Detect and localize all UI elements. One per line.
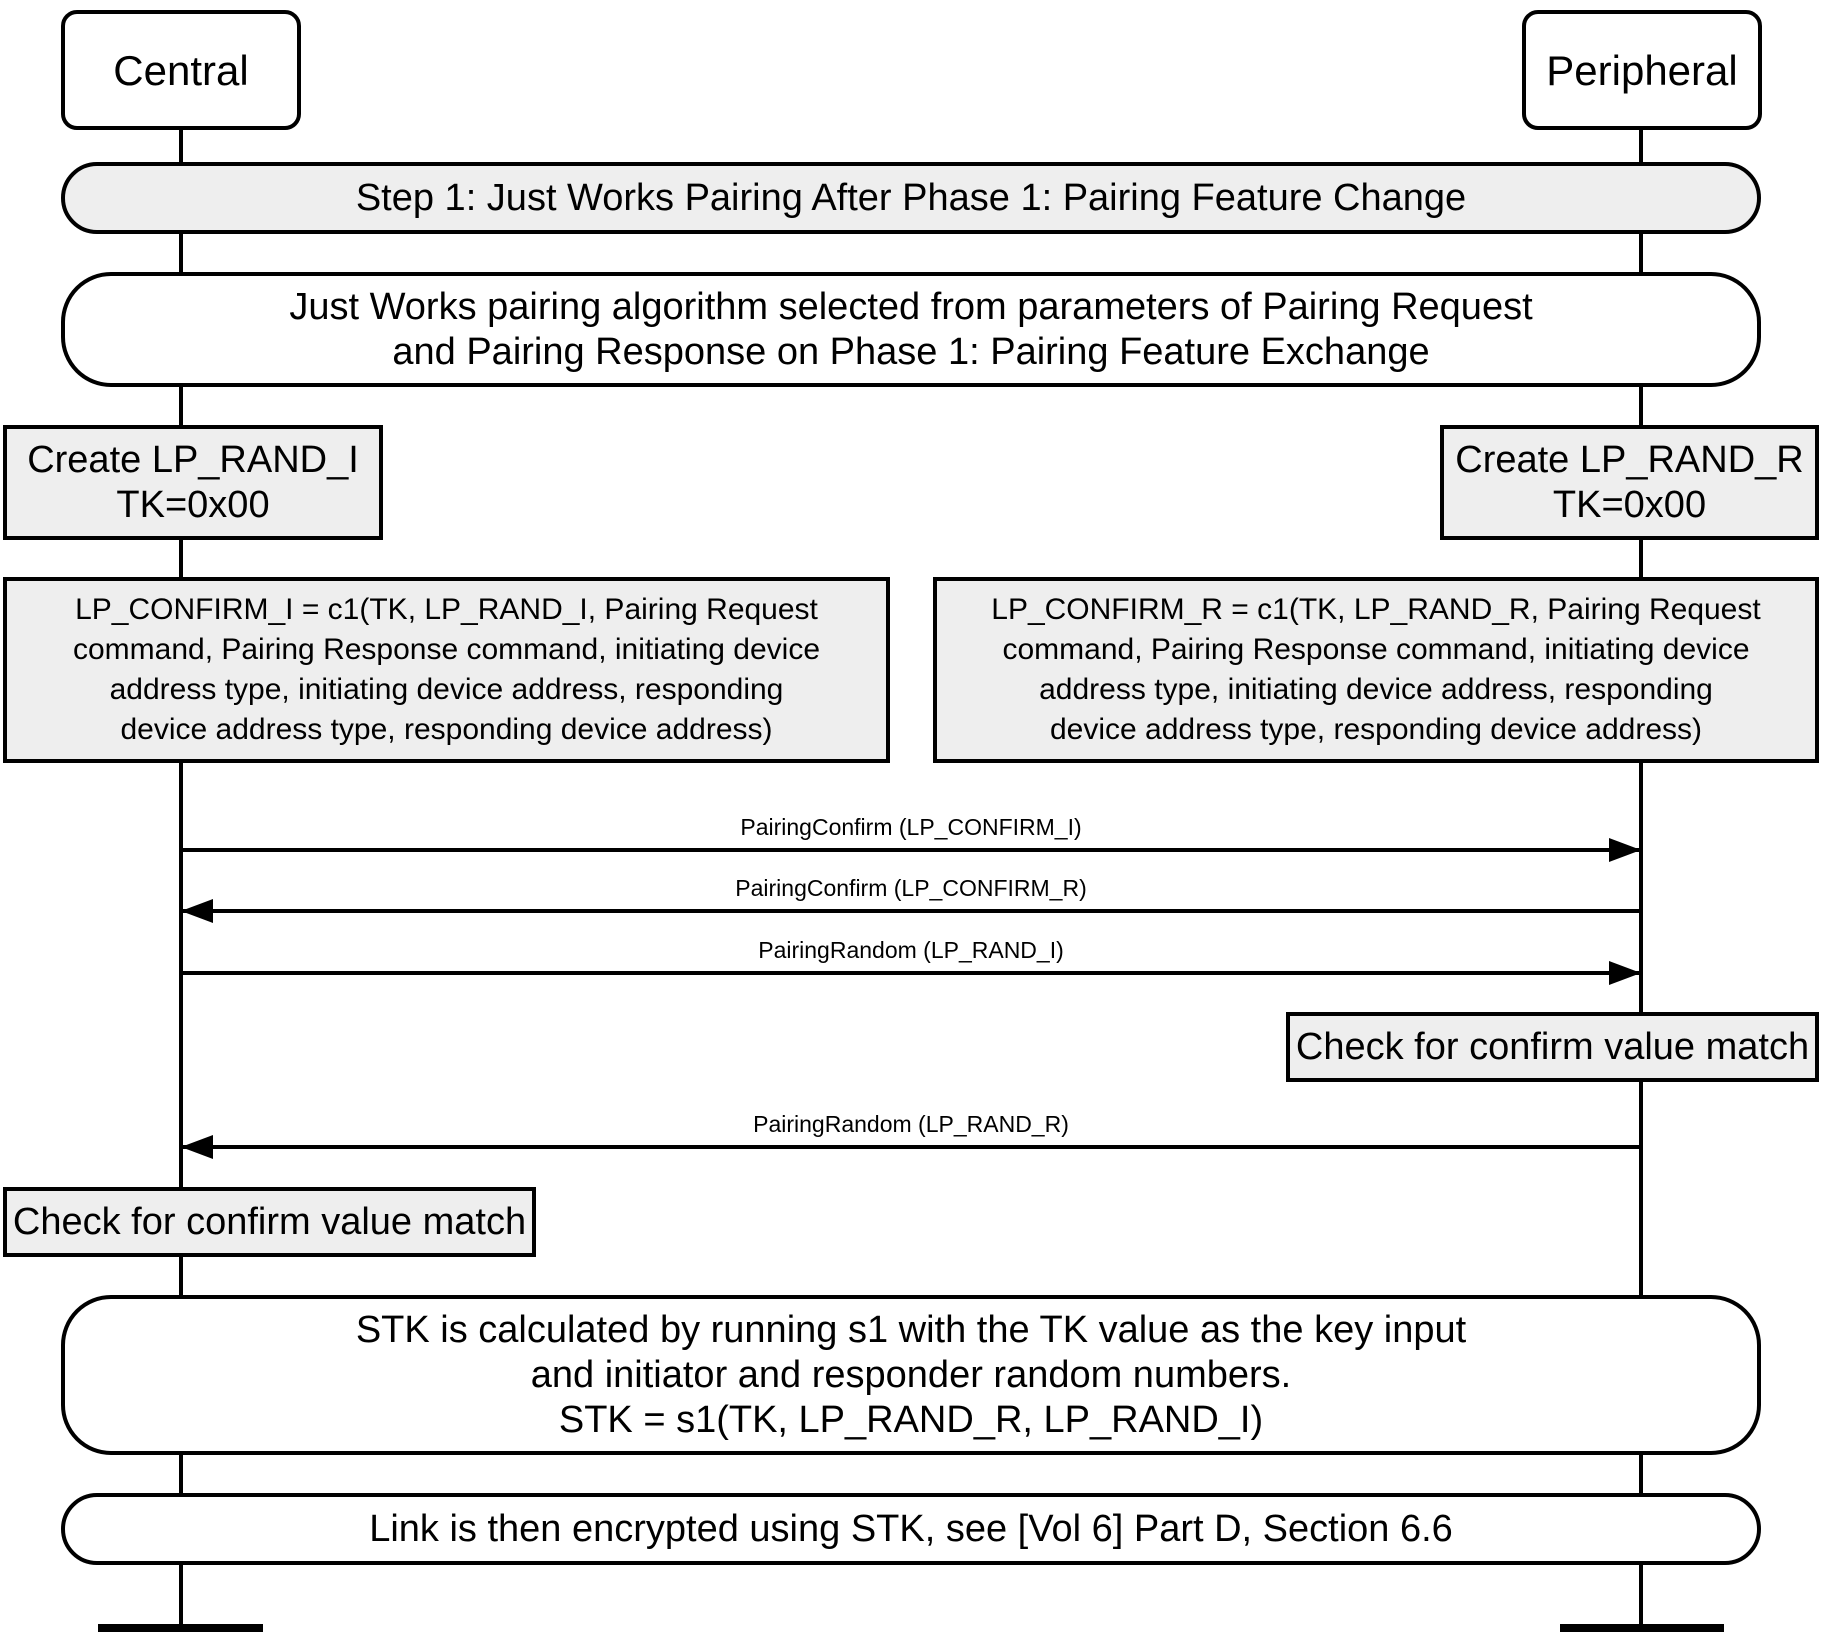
central-participant-label: Central bbox=[113, 46, 249, 94]
central-create-line-2: TK=0x00 bbox=[116, 483, 270, 526]
central-participant: Central bbox=[61, 10, 301, 130]
peripheral-confirm-line-2: command, Pairing Response command, initi… bbox=[1002, 633, 1750, 666]
peripheral-check-box: Check for confirm value match bbox=[1286, 1012, 1819, 1082]
link-note-label: Link is then encrypted using STK, see [V… bbox=[369, 1507, 1453, 1550]
link-note: Link is then encrypted using STK, see [V… bbox=[61, 1493, 1761, 1565]
peripheral-create-box: Create LP_RAND_R TK=0x00 bbox=[1440, 425, 1819, 540]
central-confirm-line-3: address type, initiating device address,… bbox=[109, 673, 784, 706]
central-create-line-1: Create LP_RAND_I bbox=[27, 438, 359, 481]
central-confirm-line-2: command, Pairing Response command, initi… bbox=[72, 633, 821, 666]
message-label-4: PairingRandom (LP_RAND_R) bbox=[753, 1111, 1069, 1137]
peripheral-create-line-1: Create LP_RAND_R bbox=[1455, 438, 1804, 481]
selection-note-line-2: and Pairing Response on Phase 1: Pairing… bbox=[392, 330, 1430, 373]
peripheral-confirm-box: LP_CONFIRM_R = c1(TK, LP_RAND_R, Pairing… bbox=[933, 577, 1819, 763]
peripheral-check-label: Check for confirm value match bbox=[1295, 1025, 1810, 1068]
message-label-2: PairingConfirm (LP_CONFIRM_R) bbox=[735, 875, 1087, 901]
central-confirm-line-4: device address type, responding device a… bbox=[120, 713, 773, 746]
peripheral-confirm-line-1: LP_CONFIRM_R = c1(TK, LP_RAND_R, Pairing… bbox=[991, 593, 1761, 626]
selection-note: Just Works pairing algorithm selected fr… bbox=[61, 272, 1761, 387]
step-banner-label: Step 1: Just Works Pairing After Phase 1… bbox=[355, 176, 1467, 219]
stk-note-line-2: and initiator and responder random numbe… bbox=[530, 1353, 1292, 1396]
stk-note-line-1: STK is calculated by running s1 with the… bbox=[355, 1308, 1467, 1351]
peripheral-participant: Peripheral bbox=[1522, 10, 1762, 130]
message-label-3: PairingRandom (LP_RAND_I) bbox=[758, 937, 1064, 963]
peripheral-create-line-2: TK=0x00 bbox=[1552, 483, 1707, 526]
central-confirm-box: LP_CONFIRM_I = c1(TK, LP_RAND_I, Pairing… bbox=[3, 577, 890, 763]
central-confirm-line-1: LP_CONFIRM_I = c1(TK, LP_RAND_I, Pairing… bbox=[75, 593, 818, 626]
step-banner: Step 1: Just Works Pairing After Phase 1… bbox=[61, 162, 1761, 234]
peripheral-confirm-line-4: device address type, responding device a… bbox=[1049, 713, 1703, 746]
central-check-box: Check for confirm value match bbox=[3, 1187, 536, 1257]
peripheral-participant-label: Peripheral bbox=[1546, 46, 1738, 94]
central-check-label: Check for confirm value match bbox=[12, 1200, 527, 1243]
stk-note: STK is calculated by running s1 with the… bbox=[61, 1295, 1761, 1455]
peripheral-confirm-line-3: address type, initiating device address,… bbox=[1039, 673, 1713, 706]
stk-note-line-3: STK = s1(TK, LP_RAND_R, LP_RAND_I) bbox=[558, 1398, 1264, 1441]
message-label-1: PairingConfirm (LP_CONFIRM_I) bbox=[740, 814, 1082, 840]
selection-note-line-1: Just Works pairing algorithm selected fr… bbox=[289, 285, 1533, 328]
central-create-box: Create LP_RAND_I TK=0x00 bbox=[3, 425, 383, 540]
